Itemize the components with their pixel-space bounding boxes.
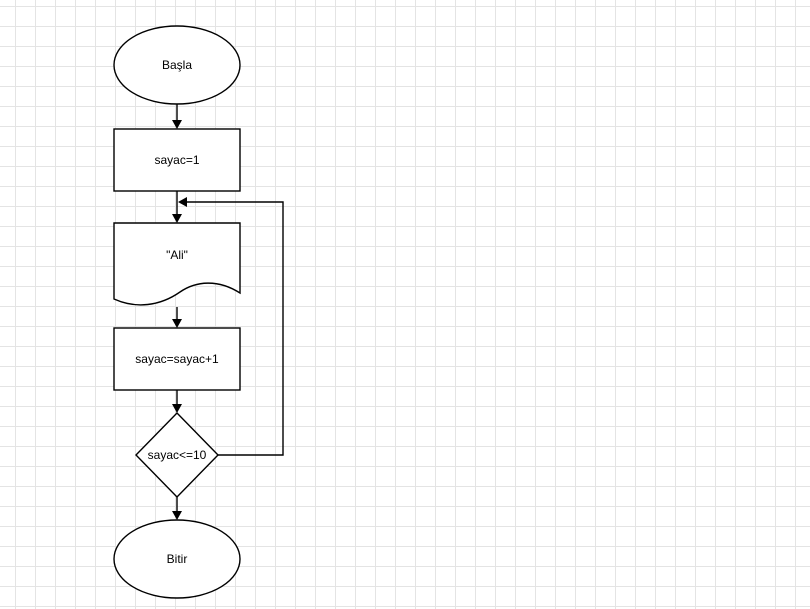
init-label: sayac=1 bbox=[154, 153, 199, 167]
increment-node: sayac=sayac+1 bbox=[113, 327, 241, 391]
edge-loop-back bbox=[178, 197, 284, 456]
condition-node: sayac<=10 bbox=[135, 411, 219, 499]
init-node: sayac=1 bbox=[113, 128, 241, 192]
increment-shape bbox=[113, 327, 241, 391]
end-node: Bitir bbox=[113, 519, 241, 599]
output-shape bbox=[113, 222, 241, 306]
edge-init-to-output bbox=[172, 191, 182, 223]
output-node: "Ali" bbox=[113, 222, 241, 306]
end-shape bbox=[113, 519, 241, 599]
start-label: Başla bbox=[162, 58, 192, 72]
init-shape bbox=[113, 128, 241, 192]
edge-condition-to-end bbox=[172, 497, 182, 520]
end-label: Bitir bbox=[167, 552, 188, 566]
edge-increment-to-condition bbox=[172, 390, 182, 413]
start-node: Başla bbox=[113, 25, 241, 105]
output-label: "Ali" bbox=[166, 248, 188, 262]
edge-start-to-init bbox=[172, 104, 182, 129]
increment-label: sayac=sayac+1 bbox=[135, 352, 219, 366]
condition-label: sayac<=10 bbox=[148, 448, 207, 462]
edge-output-to-increment bbox=[172, 307, 182, 328]
